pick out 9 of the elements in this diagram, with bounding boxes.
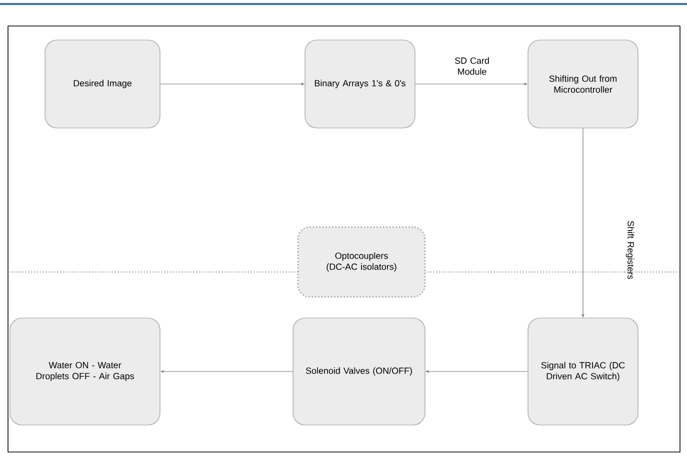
edge-label: Shift Registers	[626, 221, 634, 280]
edge-label: SD Card Module	[454, 57, 489, 75]
process-box: Optocouplers (DC-AC isolators)	[297, 226, 426, 298]
process-box: Binary Arrays 1's & 0's	[304, 40, 416, 128]
process-box: Water ON - Water Droplets OFF - Air Gaps	[10, 318, 160, 426]
process-box: Signal to TRIAC (DC Driven AC Switch)	[528, 318, 638, 426]
process-box: Solenoid Valves (ON/OFF)	[292, 318, 426, 426]
process-box: Shifting Out from Microcontroller	[528, 40, 638, 128]
process-box: Desired Image	[44, 40, 160, 128]
